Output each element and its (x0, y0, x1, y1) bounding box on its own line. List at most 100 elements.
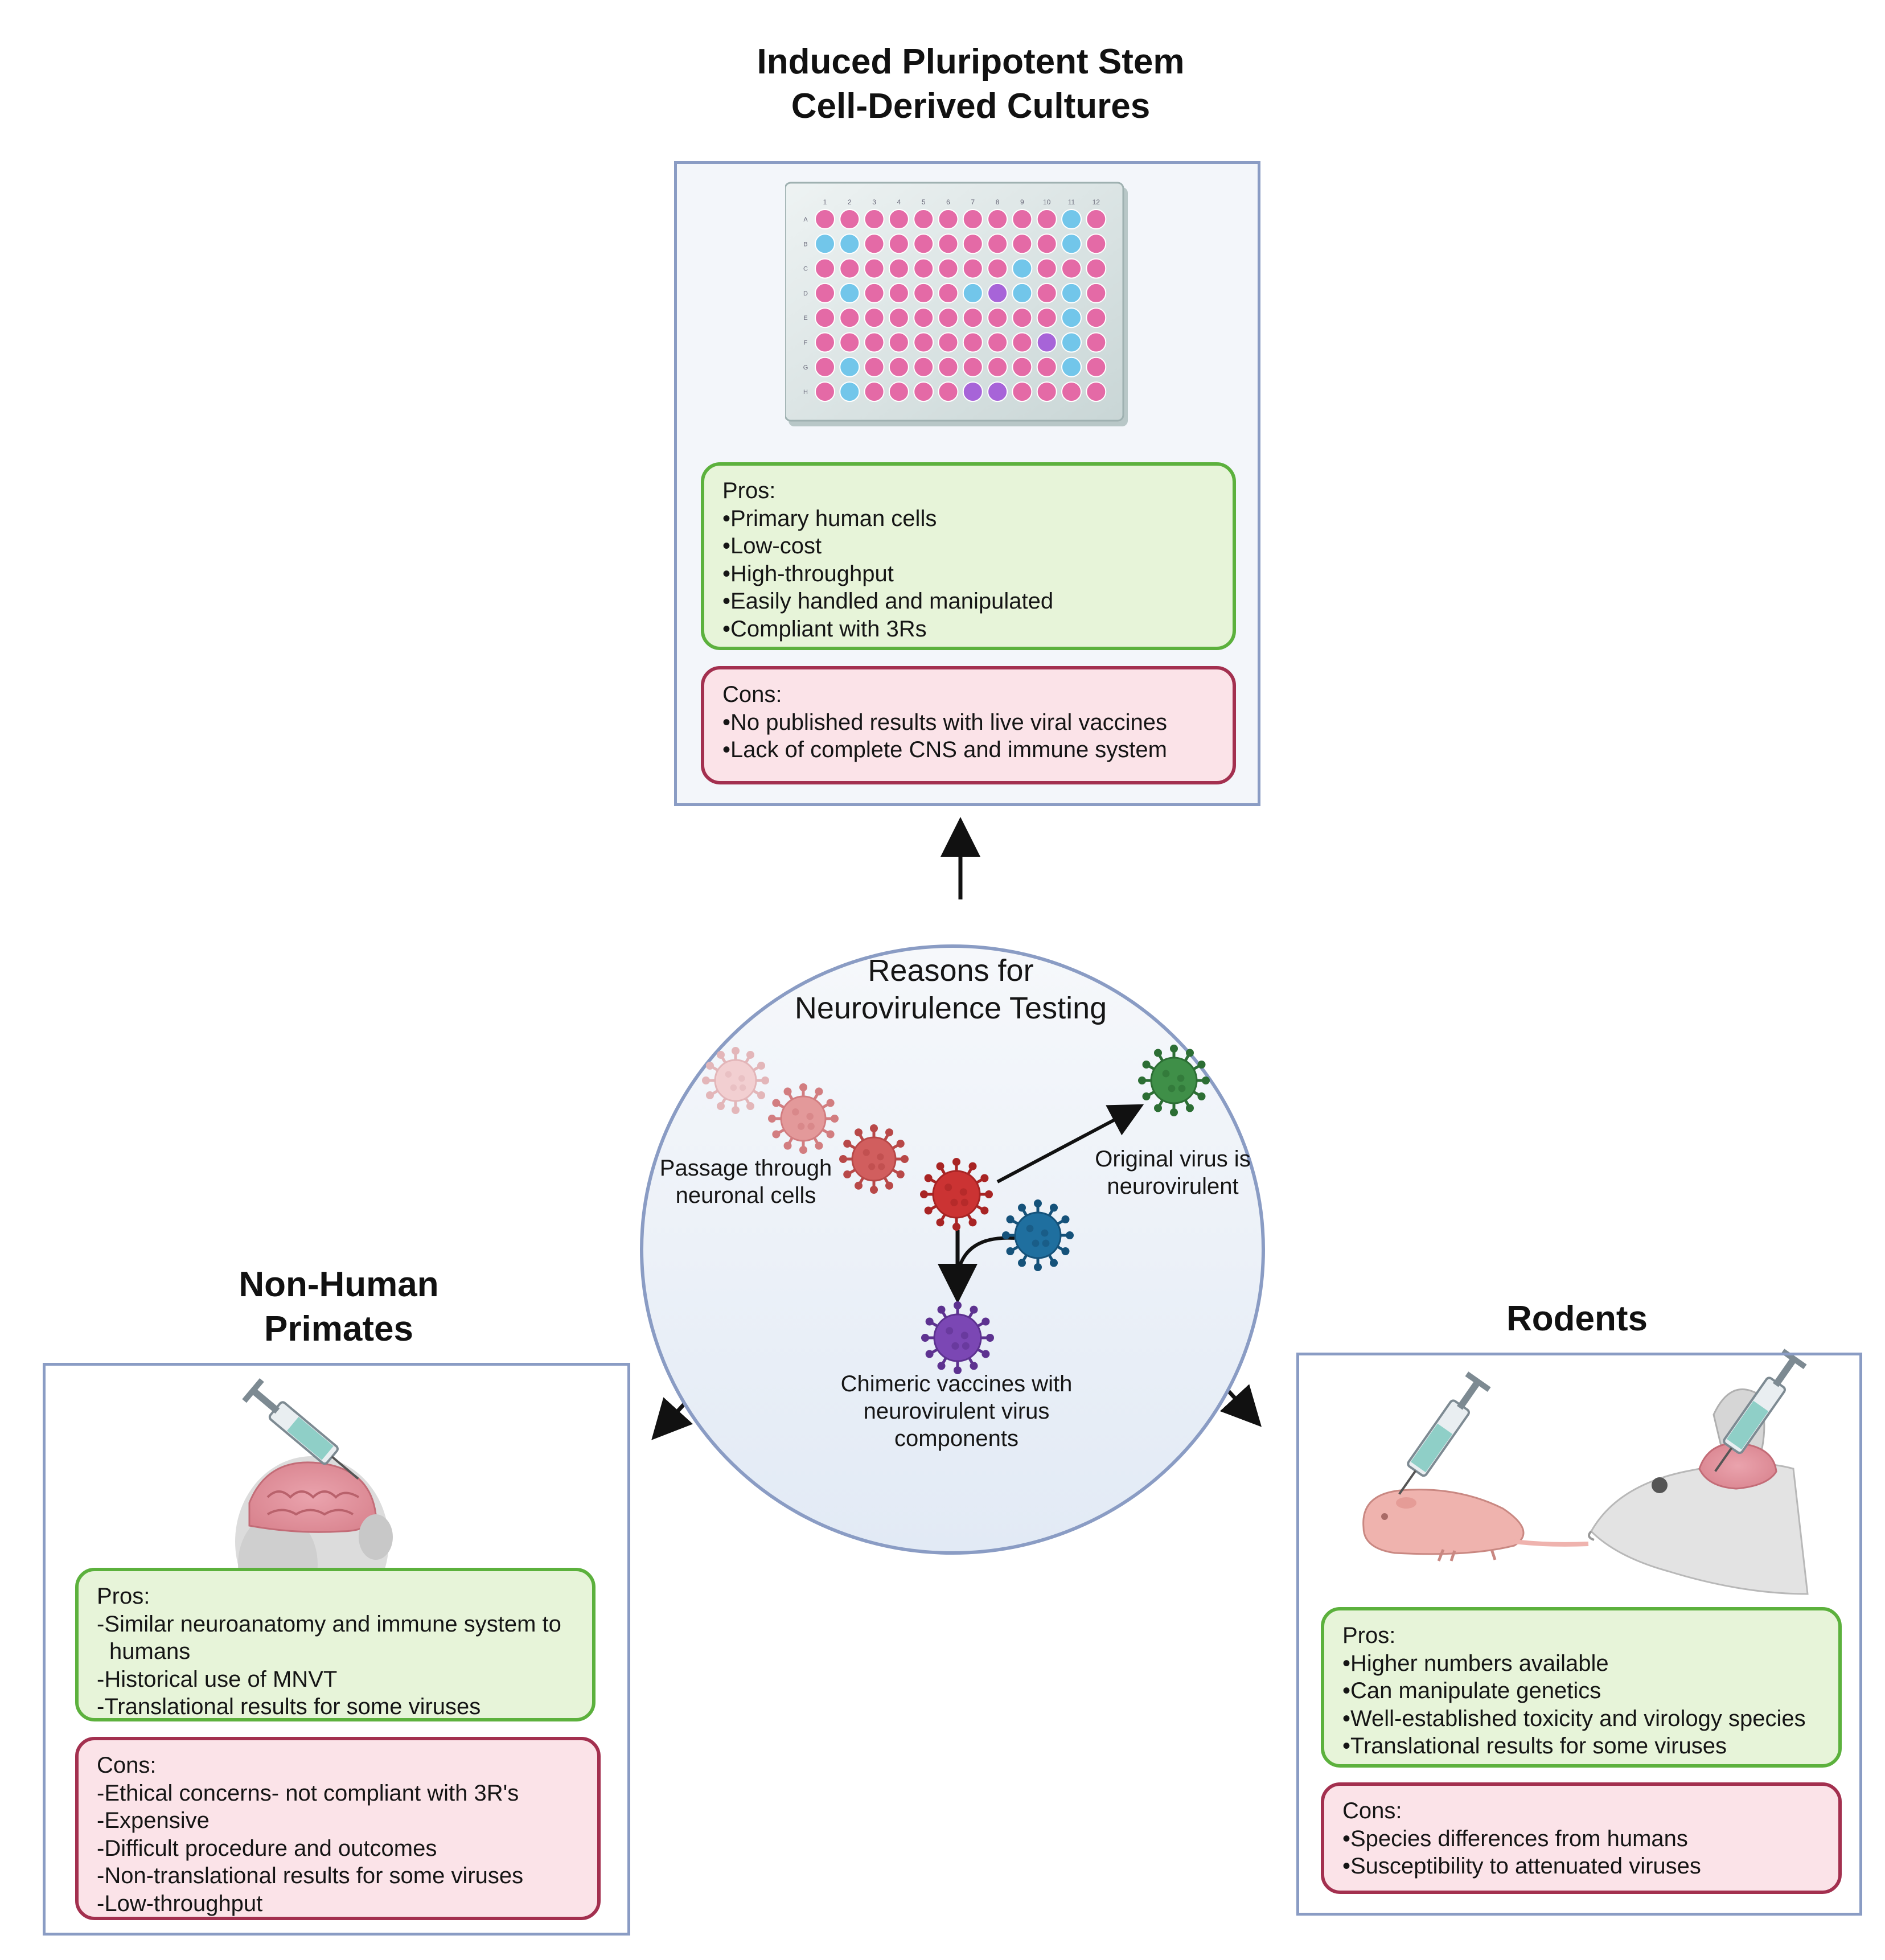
plate-well (1036, 332, 1057, 353)
plate-well (839, 332, 860, 353)
plate-well (962, 233, 983, 254)
plate-well (1012, 307, 1033, 328)
cons-item: -Expensive (97, 1808, 210, 1833)
passage-label-line2: neuronal cells (675, 1183, 816, 1208)
plate-well (864, 381, 885, 402)
chimeric-label: Chimeric vaccines with neurovirulent vir… (820, 1370, 1093, 1452)
plate-well (987, 282, 1008, 303)
plate-well (1036, 209, 1057, 229)
plate-well (888, 233, 909, 254)
passaged-virus-icon (839, 1124, 909, 1194)
plate-well (1086, 282, 1107, 303)
plate-row-label: E (803, 315, 807, 322)
plate-column-label: 7 (971, 198, 975, 206)
plate-well (839, 258, 860, 279)
plate-column-label: 2 (848, 198, 852, 206)
plate-well (888, 332, 909, 353)
plate-well (864, 282, 885, 303)
pros-item: •Easily handled and manipulated (722, 589, 1054, 614)
original-virus-label-line2: neurovirulent (1107, 1174, 1239, 1199)
original-virus-icon (1138, 1045, 1210, 1116)
plate-row-label: B (803, 241, 807, 248)
plate-well (1061, 356, 1082, 377)
plate-well (987, 233, 1008, 254)
nhp-title: Non-Human Primates (171, 1263, 507, 1351)
original-virus-label-line1: Original virus is (1095, 1147, 1251, 1172)
nhp-title-line1: Non-Human (239, 1265, 439, 1304)
ipsc-cons-box: Cons: •No published results with live vi… (701, 666, 1236, 784)
rodent-illustrations (1362, 1349, 1809, 1595)
pros-item: •Well-established toxicity and virology … (1342, 1706, 1806, 1731)
pros-heading: Pros: (97, 1584, 150, 1609)
plate-row-label: A (803, 216, 808, 223)
plate-well (864, 356, 885, 377)
plate-well (1061, 258, 1082, 279)
plate-well (1036, 282, 1057, 303)
plate-well (1061, 209, 1082, 229)
plate-well (1086, 381, 1107, 402)
plate-well (913, 233, 934, 254)
chimeric-label-line1: Chimeric vaccines with (840, 1371, 1073, 1396)
plate-well (1012, 258, 1033, 279)
chimeric-label-line3: components (894, 1426, 1019, 1451)
plate-well (1012, 233, 1033, 254)
plate-well (938, 307, 959, 328)
nhp-pros-box: Pros: -Similar neuroanatomy and immune s… (75, 1568, 596, 1721)
plate-well (839, 307, 860, 328)
plate-well (987, 258, 1008, 279)
plate-well (938, 209, 959, 229)
plate-well (938, 282, 959, 303)
cons-item: •No published results with live viral va… (722, 709, 1167, 735)
plate-well (1012, 381, 1033, 402)
plate-column-label: 5 (922, 198, 926, 206)
faded-virus-icon (768, 1083, 839, 1154)
pros-item: •Primary human cells (722, 506, 937, 531)
ipsc-pros-box: Pros: •Primary human cells •Low-cost •Hi… (701, 462, 1236, 650)
cons-item: •Susceptibility to attenuated viruses (1342, 1854, 1701, 1879)
plate-well (962, 258, 983, 279)
chimeric-vaccine-virus-icon (921, 1301, 994, 1374)
plate-well (938, 381, 959, 402)
plate-well (1086, 233, 1107, 254)
plate-well (839, 209, 860, 229)
cons-item: -Low-throughput (97, 1891, 263, 1916)
plate-well (962, 307, 983, 328)
plate-well (1012, 209, 1033, 229)
plate-column-label: 4 (897, 198, 901, 206)
rodents-cons-box: Cons: •Species differences from humans •… (1321, 1782, 1842, 1894)
plate-row-label: F (804, 340, 808, 347)
plate-well (1012, 356, 1033, 377)
plate-column-label: 10 (1043, 198, 1051, 206)
nhp-cons-box: Cons: -Ethical concerns- not compliant w… (75, 1737, 601, 1920)
plate-well (1036, 258, 1057, 279)
rodents-title-text: Rodents (1506, 1299, 1648, 1338)
plate-well (1012, 332, 1033, 353)
plate-column-label: 3 (872, 198, 876, 206)
plate-well (1061, 233, 1082, 254)
plate-well (1086, 258, 1107, 279)
plate-well (962, 209, 983, 229)
plate-well (815, 381, 835, 402)
plate-well (1012, 282, 1033, 303)
pros-item: •Higher numbers available (1342, 1650, 1609, 1676)
plate-well (1086, 356, 1107, 377)
plate-well (839, 282, 860, 303)
plate-well (938, 258, 959, 279)
plate-column-label: 12 (1093, 198, 1100, 206)
ipsc-title-line2: Cell-Derived Cultures (791, 87, 1151, 126)
plate-well (913, 307, 934, 328)
plate-well (888, 307, 909, 328)
plate-well (864, 233, 885, 254)
plate-well (1086, 332, 1107, 353)
passage-label: Passage through neuronal cells (643, 1154, 848, 1209)
passage-label-line1: Passage through (659, 1156, 832, 1181)
center-title-line2: Neurovirulence Testing (794, 991, 1107, 1025)
nhp-title-line2: Primates (264, 1309, 413, 1349)
faded-virus-icon (702, 1047, 769, 1114)
plate-column-label: 1 (823, 198, 827, 206)
plate-well (815, 258, 835, 279)
rodents-panel: Pros: •Higher numbers available •Can man… (1296, 1353, 1862, 1916)
center-circle (640, 944, 1265, 1555)
plate-well (815, 282, 835, 303)
